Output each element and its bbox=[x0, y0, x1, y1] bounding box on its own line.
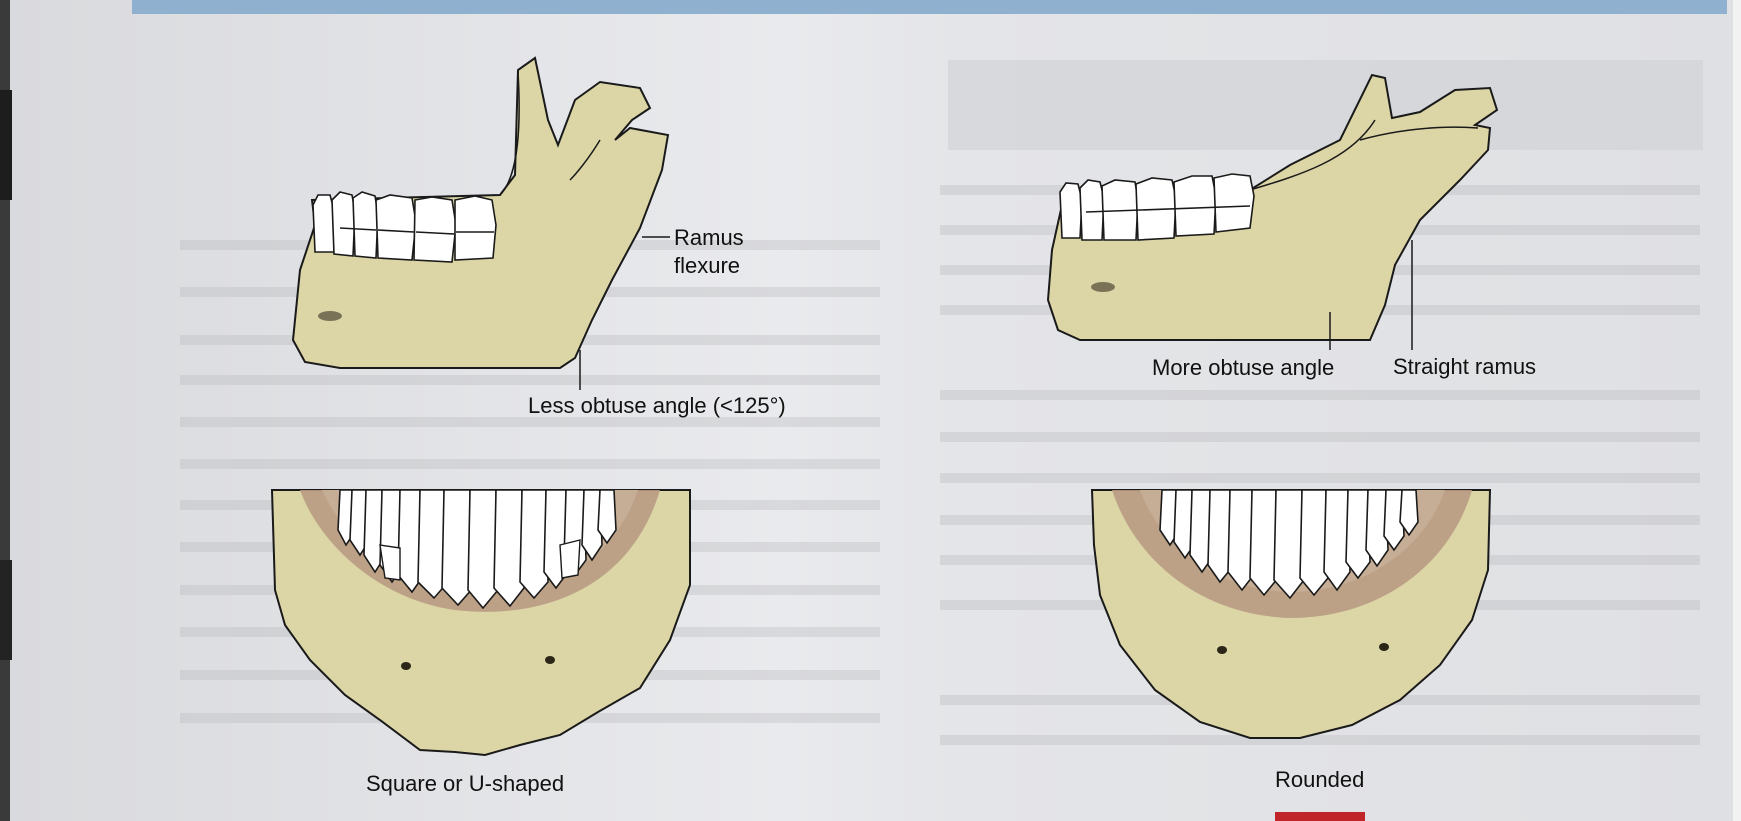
left-edge-dark-band bbox=[0, 90, 12, 200]
mental-foramen-frontal-left-2 bbox=[545, 656, 555, 664]
mental-foramen-right bbox=[1091, 282, 1115, 292]
label-flexure: flexure bbox=[674, 253, 740, 278]
label-square-u-shaped: Square or U-shaped bbox=[366, 771, 564, 796]
mental-foramen-frontal-right-1 bbox=[1217, 646, 1227, 654]
teeth-lateral-left bbox=[313, 192, 496, 262]
left-edge-dark-band-2 bbox=[0, 560, 12, 660]
teeth-lateral-right bbox=[1060, 174, 1254, 240]
mental-foramen-left bbox=[318, 311, 342, 321]
label-rounded: Rounded bbox=[1275, 767, 1364, 792]
red-heading-fragment bbox=[1275, 812, 1365, 821]
label-straight-ramus: Straight ramus bbox=[1393, 354, 1536, 379]
faded-table-box bbox=[948, 60, 1703, 150]
label-ramus: Ramus bbox=[674, 225, 744, 250]
mental-foramen-frontal-right-2 bbox=[1379, 643, 1389, 651]
label-more-obtuse-angle: More obtuse angle bbox=[1152, 355, 1334, 380]
mental-foramen-frontal-left-1 bbox=[401, 662, 411, 670]
label-less-obtuse-angle: Less obtuse angle (<125°) bbox=[528, 393, 786, 418]
top-blue-strip bbox=[132, 0, 1727, 14]
